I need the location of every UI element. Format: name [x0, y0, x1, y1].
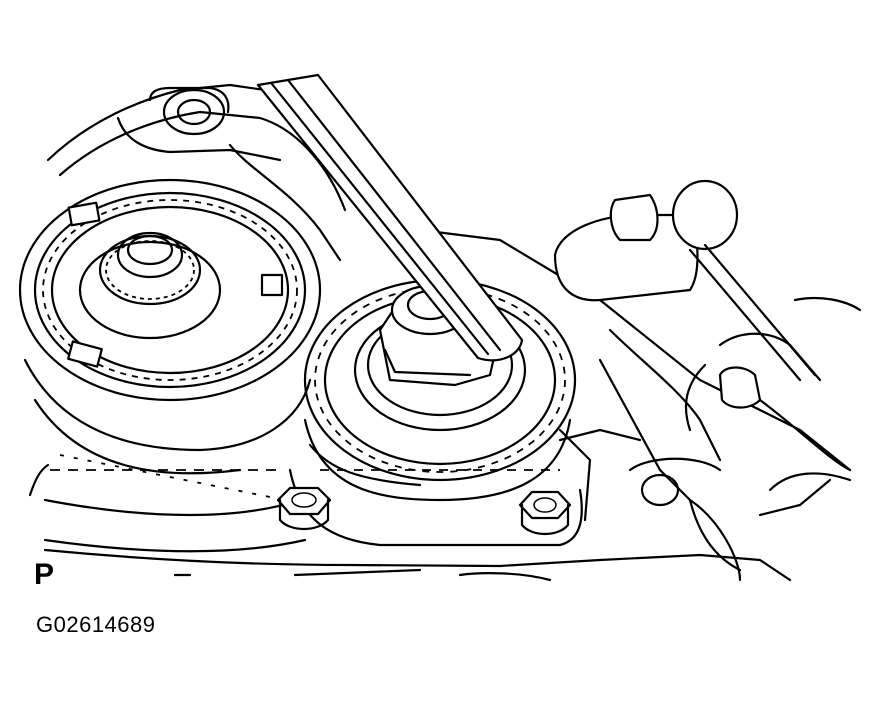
hammer [553, 179, 817, 382]
case-lower-right [628, 457, 832, 582]
figure-code-label: G02614689 [36, 612, 156, 637]
bolt-right [518, 490, 572, 536]
hand [685, 296, 862, 472]
retaining-plate [288, 428, 592, 547]
bolt-left [276, 486, 332, 531]
left-synchronizer-gear [18, 178, 322, 553]
view-letter-label: P [34, 558, 55, 591]
brass-bar-tool [256, 73, 524, 362]
left-shaft-hub [78, 231, 222, 340]
ring-clips [67, 201, 284, 368]
case-lower-left [28, 463, 552, 582]
case-boss-hole [162, 88, 226, 136]
